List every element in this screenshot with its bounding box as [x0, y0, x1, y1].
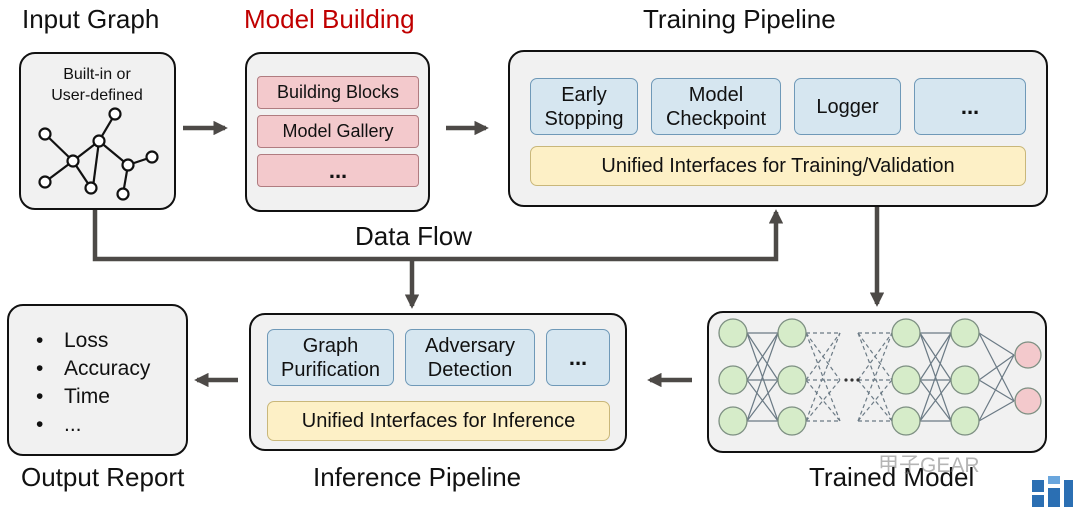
bullet: •	[36, 357, 44, 380]
omitted-connection	[805, 379, 841, 422]
training-interface-bar[interactable]: Unified Interfaces for Training/Validati…	[530, 146, 1026, 186]
hidden-neuron	[777, 365, 807, 395]
connection	[978, 354, 1015, 381]
input-graph-title: Input Graph	[22, 4, 160, 34]
connection	[978, 354, 1015, 422]
hidden-neuron	[891, 365, 921, 395]
connection	[919, 379, 952, 422]
output-report-list: • Loss • Accuracy • Time •...	[36, 327, 150, 439]
trained-model-title: Trained Model	[809, 462, 975, 492]
report-item-label: Time	[64, 385, 110, 408]
omitted-connection	[805, 332, 841, 422]
connection	[978, 379, 1015, 402]
connection	[746, 379, 779, 422]
hidden-neuron	[718, 318, 748, 348]
connection	[746, 332, 779, 422]
omitted-connection	[857, 379, 893, 422]
output-report-title: Output Report	[21, 462, 185, 492]
logger-module[interactable]: Logger	[794, 78, 901, 135]
input-graph-caption-line2: User-defined	[51, 87, 143, 104]
report-item-time: • Time	[36, 383, 150, 411]
omitted-connection	[805, 332, 841, 381]
arrow-data-flow-to-training	[92, 209, 784, 262]
data-flow-label: Data Flow	[355, 221, 473, 251]
ellipsis-dot	[850, 378, 854, 382]
ellipsis-dot	[844, 378, 848, 382]
adversary-detection-line2: Detection	[427, 358, 513, 381]
inference-interface-bar[interactable]: Unified Interfaces for Inference	[267, 401, 610, 441]
output-report-panel	[7, 304, 188, 456]
training-pipeline-title: Training Pipeline	[643, 4, 836, 34]
omitted-connection	[805, 332, 841, 422]
input-graph-caption: Built-in or User-defined	[21, 64, 173, 106]
training-more-module[interactable]: ...	[914, 78, 1026, 135]
graph-network-icon	[38, 107, 159, 201]
connection	[978, 400, 1015, 422]
report-item-loss: • Loss	[36, 327, 150, 355]
report-item-more: •...	[36, 411, 150, 439]
hidden-neuron	[950, 318, 980, 348]
ellipsis-dot	[856, 378, 860, 382]
early-stopping-line2: Stopping	[544, 107, 624, 130]
model-building-title: Model Building	[244, 4, 415, 34]
omitted-connection	[857, 332, 893, 381]
input-graph-caption-line1: Built-in or	[63, 66, 131, 83]
output-neuron	[1014, 387, 1042, 415]
model-checkpoint-line1: Model	[688, 83, 744, 106]
hidden-neuron	[718, 406, 748, 436]
inference-pipeline-title: Inference Pipeline	[313, 462, 522, 492]
report-item-label: Accuracy	[64, 357, 151, 380]
connection	[919, 332, 952, 422]
building-blocks-box[interactable]: Building Blocks	[257, 76, 419, 109]
watermark-text: 甲子GEAR	[878, 454, 980, 477]
omitted-connection	[857, 332, 893, 422]
connection	[978, 332, 1015, 356]
early-stopping-line1: Early	[561, 83, 607, 106]
connection	[746, 332, 779, 381]
graph-purification-line1: Graph	[302, 334, 359, 357]
model-gallery-box[interactable]: Model Gallery	[257, 115, 419, 148]
omitted-connection	[857, 332, 893, 422]
adversary-detection-line1: Adversary	[424, 334, 516, 357]
output-neuron	[1014, 341, 1042, 369]
report-item-label: ...	[64, 413, 82, 436]
omitted-connection	[805, 379, 841, 422]
report-item-accuracy: • Accuracy	[36, 355, 150, 383]
input-graph-panel: Built-in or User-defined	[19, 52, 176, 210]
hidden-neuron	[891, 406, 921, 436]
hidden-neuron	[891, 318, 921, 348]
model-checkpoint-line2: Checkpoint	[665, 107, 767, 130]
hidden-neuron	[950, 365, 980, 395]
model-building-more-box[interactable]: ...	[257, 154, 419, 187]
connection	[919, 332, 952, 381]
hidden-neuron	[777, 406, 807, 436]
bullet: •	[36, 329, 44, 352]
hidden-neuron	[718, 365, 748, 395]
report-item-label: Loss	[64, 329, 109, 352]
inference-more-module[interactable]: ...	[546, 329, 610, 386]
bullet: •	[36, 385, 44, 408]
graph-purification-line2: Purification	[281, 358, 380, 381]
bullet: •	[36, 413, 44, 436]
hidden-neuron	[950, 406, 980, 436]
hidden-neuron	[777, 318, 807, 348]
omitted-connection	[857, 379, 893, 422]
